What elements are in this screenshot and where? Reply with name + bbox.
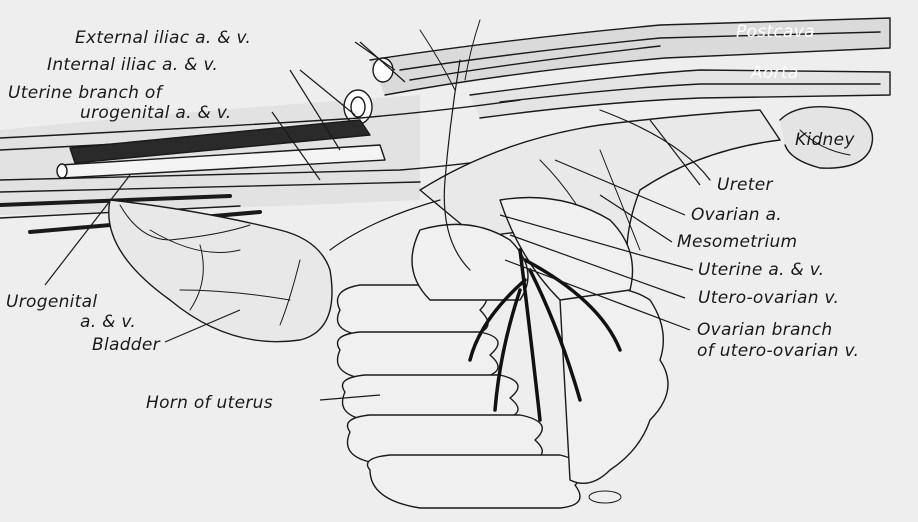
label-mesometrium: Mesometrium [677,232,798,252]
label-ovarian-branch-line2: of utero-ovarian v. [697,341,860,361]
label-uterine-branch-line2: urogenital a. & v. [80,103,232,123]
artist-signature [588,490,622,504]
label-uterine-av: Uterine a. & v. [698,260,825,280]
label-uterine-branch-line1: Uterine branch of [8,83,162,103]
label-bladder: Bladder [92,335,160,355]
label-internal-iliac: Internal iliac a. & v. [47,55,219,75]
label-external-iliac: External iliac a. & v. [75,28,252,48]
postcava-vessel [369,17,891,96]
label-utero-ovarian-v: Utero-ovarian v. [698,288,840,308]
label-ureter: Ureter [717,175,773,195]
aorta-vessel [469,69,891,119]
internal-iliac-vessels [0,99,521,139]
label-urogenital-line2: a. & v. [80,312,137,332]
uterine-vessels [468,248,622,422]
uterus-horn [336,196,669,509]
label-horn-of-uterus: Horn of uterus [146,393,273,413]
kidney-shape [779,105,874,169]
bladder-shape [108,199,333,343]
label-kidney: Kidney [795,130,855,150]
label-urogenital-line1: Urogenital [6,292,98,312]
label-ovarian-a: Ovarian a. [691,205,782,225]
label-aorta: Aorta [751,63,799,83]
label-postcava: Postcava [736,22,815,42]
label-ovarian-branch-line1: Ovarian branch [697,320,833,340]
